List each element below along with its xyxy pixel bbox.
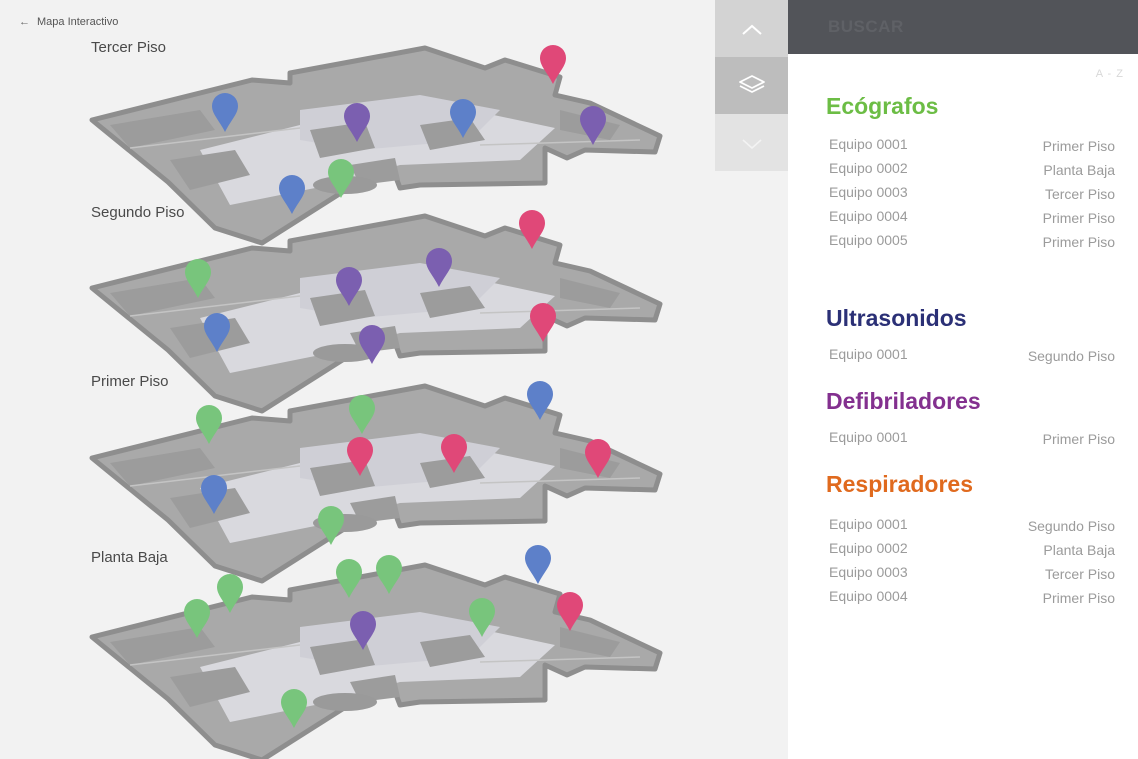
item-location: Segundo Piso <box>1027 348 1115 364</box>
item-location: Primer Piso <box>1042 590 1115 606</box>
map-pin-icon[interactable] <box>347 437 373 476</box>
map-pin-icon[interactable] <box>185 259 211 298</box>
item-name: Equipo 0001 <box>829 136 908 152</box>
list-item[interactable]: Equipo 0005 Primer Piso <box>829 232 1115 256</box>
map-pin-icon[interactable] <box>525 545 551 584</box>
list-item[interactable]: Equipo 0002 Planta Baja <box>829 540 1115 564</box>
map-pin-icon[interactable] <box>376 555 402 594</box>
list-item[interactable]: Equipo 0004 Primer Piso <box>829 208 1115 232</box>
item-location: Primer Piso <box>1042 138 1115 154</box>
arrow-left-icon: ← <box>19 16 30 28</box>
chevron-up-icon <box>742 24 762 35</box>
sort-az-button[interactable]: A - Z <box>1095 68 1124 80</box>
map-pin-icon[interactable] <box>212 93 238 132</box>
item-name: Equipo 0001 <box>829 429 908 445</box>
item-location: Tercer Piso <box>1044 186 1115 202</box>
item-name: Equipo 0001 <box>829 346 908 362</box>
map-pin-icon[interactable] <box>469 598 495 637</box>
list-item[interactable]: Equipo 0002 Planta Baja <box>829 160 1115 184</box>
map-pin-icon[interactable] <box>426 248 452 287</box>
map-pin-icon[interactable] <box>196 405 222 444</box>
back-link-label: Mapa Interactivo <box>37 16 119 28</box>
item-name: Equipo 0002 <box>829 160 908 176</box>
map-pin-icon[interactable] <box>450 99 476 138</box>
floor-label-segundo-piso[interactable]: Segundo Piso <box>91 204 185 221</box>
layers-button[interactable] <box>715 57 789 114</box>
item-name: Equipo 0004 <box>829 208 908 224</box>
item-location: Planta Baja <box>1043 162 1115 178</box>
map-pin-icon[interactable] <box>281 689 307 728</box>
map-pin-icon[interactable] <box>530 303 556 342</box>
category-list-respiradores: Equipo 0001 Segundo Piso Equipo 0002 Plant… <box>829 516 1115 612</box>
list-item[interactable]: Equipo 0004 Primer Piso <box>829 588 1115 612</box>
category-list-ultrasonidos: Equipo 0001 Segundo Piso <box>829 346 1115 370</box>
layers-icon <box>739 74 765 93</box>
map-pin-icon[interactable] <box>441 434 467 473</box>
floor-down-button[interactable] <box>715 114 789 171</box>
map-pin-icon[interactable] <box>344 103 370 142</box>
floor-label-primer-piso[interactable]: Primer Piso <box>91 373 169 390</box>
floor-plan-segundo-piso[interactable] <box>89 213 663 414</box>
chevron-down-icon <box>742 138 762 149</box>
list-item[interactable]: Equipo 0001 Primer Piso <box>829 429 1115 453</box>
map-pin-icon[interactable] <box>527 381 553 420</box>
list-item[interactable]: Equipo 0001 Segundo Piso <box>829 516 1115 540</box>
map-pin-icon[interactable] <box>318 506 344 545</box>
map-pin-icon[interactable] <box>336 559 362 598</box>
item-location: Planta Baja <box>1043 542 1115 558</box>
floor-label-planta-baja[interactable]: Planta Baja <box>91 549 168 566</box>
list-item[interactable]: Equipo 0003 Tercer Piso <box>829 184 1115 208</box>
item-name: Equipo 0005 <box>829 232 908 248</box>
search-input[interactable]: BUSCAR <box>788 0 1138 54</box>
map-pin-icon[interactable] <box>585 439 611 478</box>
map-pin-icon[interactable] <box>540 45 566 84</box>
item-location: Primer Piso <box>1042 210 1115 226</box>
list-item[interactable]: Equipo 0001 Primer Piso <box>829 136 1115 160</box>
map-pin-icon[interactable] <box>359 325 385 364</box>
map-pin-icon[interactable] <box>349 395 375 434</box>
item-location: Segundo Piso <box>1027 518 1115 534</box>
item-location: Primer Piso <box>1042 431 1115 447</box>
floor-plan-stack <box>89 45 663 759</box>
map-pin-icon[interactable] <box>217 574 243 613</box>
list-item[interactable]: Equipo 0001 Segundo Piso <box>829 346 1115 370</box>
map-pin-icon[interactable] <box>200 474 227 514</box>
item-name: Equipo 0003 <box>829 564 908 580</box>
map-pin-icon[interactable] <box>184 599 210 638</box>
back-link[interactable]: ← Mapa Interactivo <box>19 16 118 28</box>
floor-up-button[interactable] <box>715 0 789 57</box>
search-label: BUSCAR <box>828 17 904 36</box>
item-name: Equipo 0003 <box>829 184 908 200</box>
floor-plan-primer-piso[interactable] <box>89 383 663 584</box>
map-pin-icon[interactable] <box>350 611 376 650</box>
item-location: Tercer Piso <box>1044 566 1115 582</box>
category-title-ultrasonidos[interactable]: Ultrasonidos <box>826 305 967 331</box>
floor-label-tercer-piso[interactable]: Tercer Piso <box>91 39 167 56</box>
item-name: Equipo 0002 <box>829 540 908 556</box>
category-title-defibriladores[interactable]: Defibriladores <box>826 388 981 414</box>
map-pin-icon[interactable] <box>328 159 354 198</box>
category-title-respiradores[interactable]: Respiradores <box>826 471 974 497</box>
interactive-map[interactable]: ← Mapa Interactivo Tercer Piso Segundo P… <box>0 0 788 759</box>
list-item[interactable]: Equipo 0003 Tercer Piso <box>829 564 1115 588</box>
map-pin-icon[interactable] <box>336 267 362 306</box>
map-pin-icon[interactable] <box>580 106 606 145</box>
map-pin-icon[interactable] <box>557 592 583 631</box>
item-name: Equipo 0004 <box>829 588 908 604</box>
map-pin-icon[interactable] <box>204 313 230 352</box>
map-pin-icon[interactable] <box>519 210 545 249</box>
map-pin-icon[interactable] <box>279 175 305 214</box>
category-list-defibriladores: Equipo 0001 Primer Piso <box>829 429 1115 453</box>
item-location: Primer Piso <box>1042 234 1115 250</box>
floor-navigation <box>715 0 789 171</box>
category-title-ecografos[interactable]: Ecógrafos <box>826 93 939 119</box>
item-name: Equipo 0001 <box>829 516 908 532</box>
